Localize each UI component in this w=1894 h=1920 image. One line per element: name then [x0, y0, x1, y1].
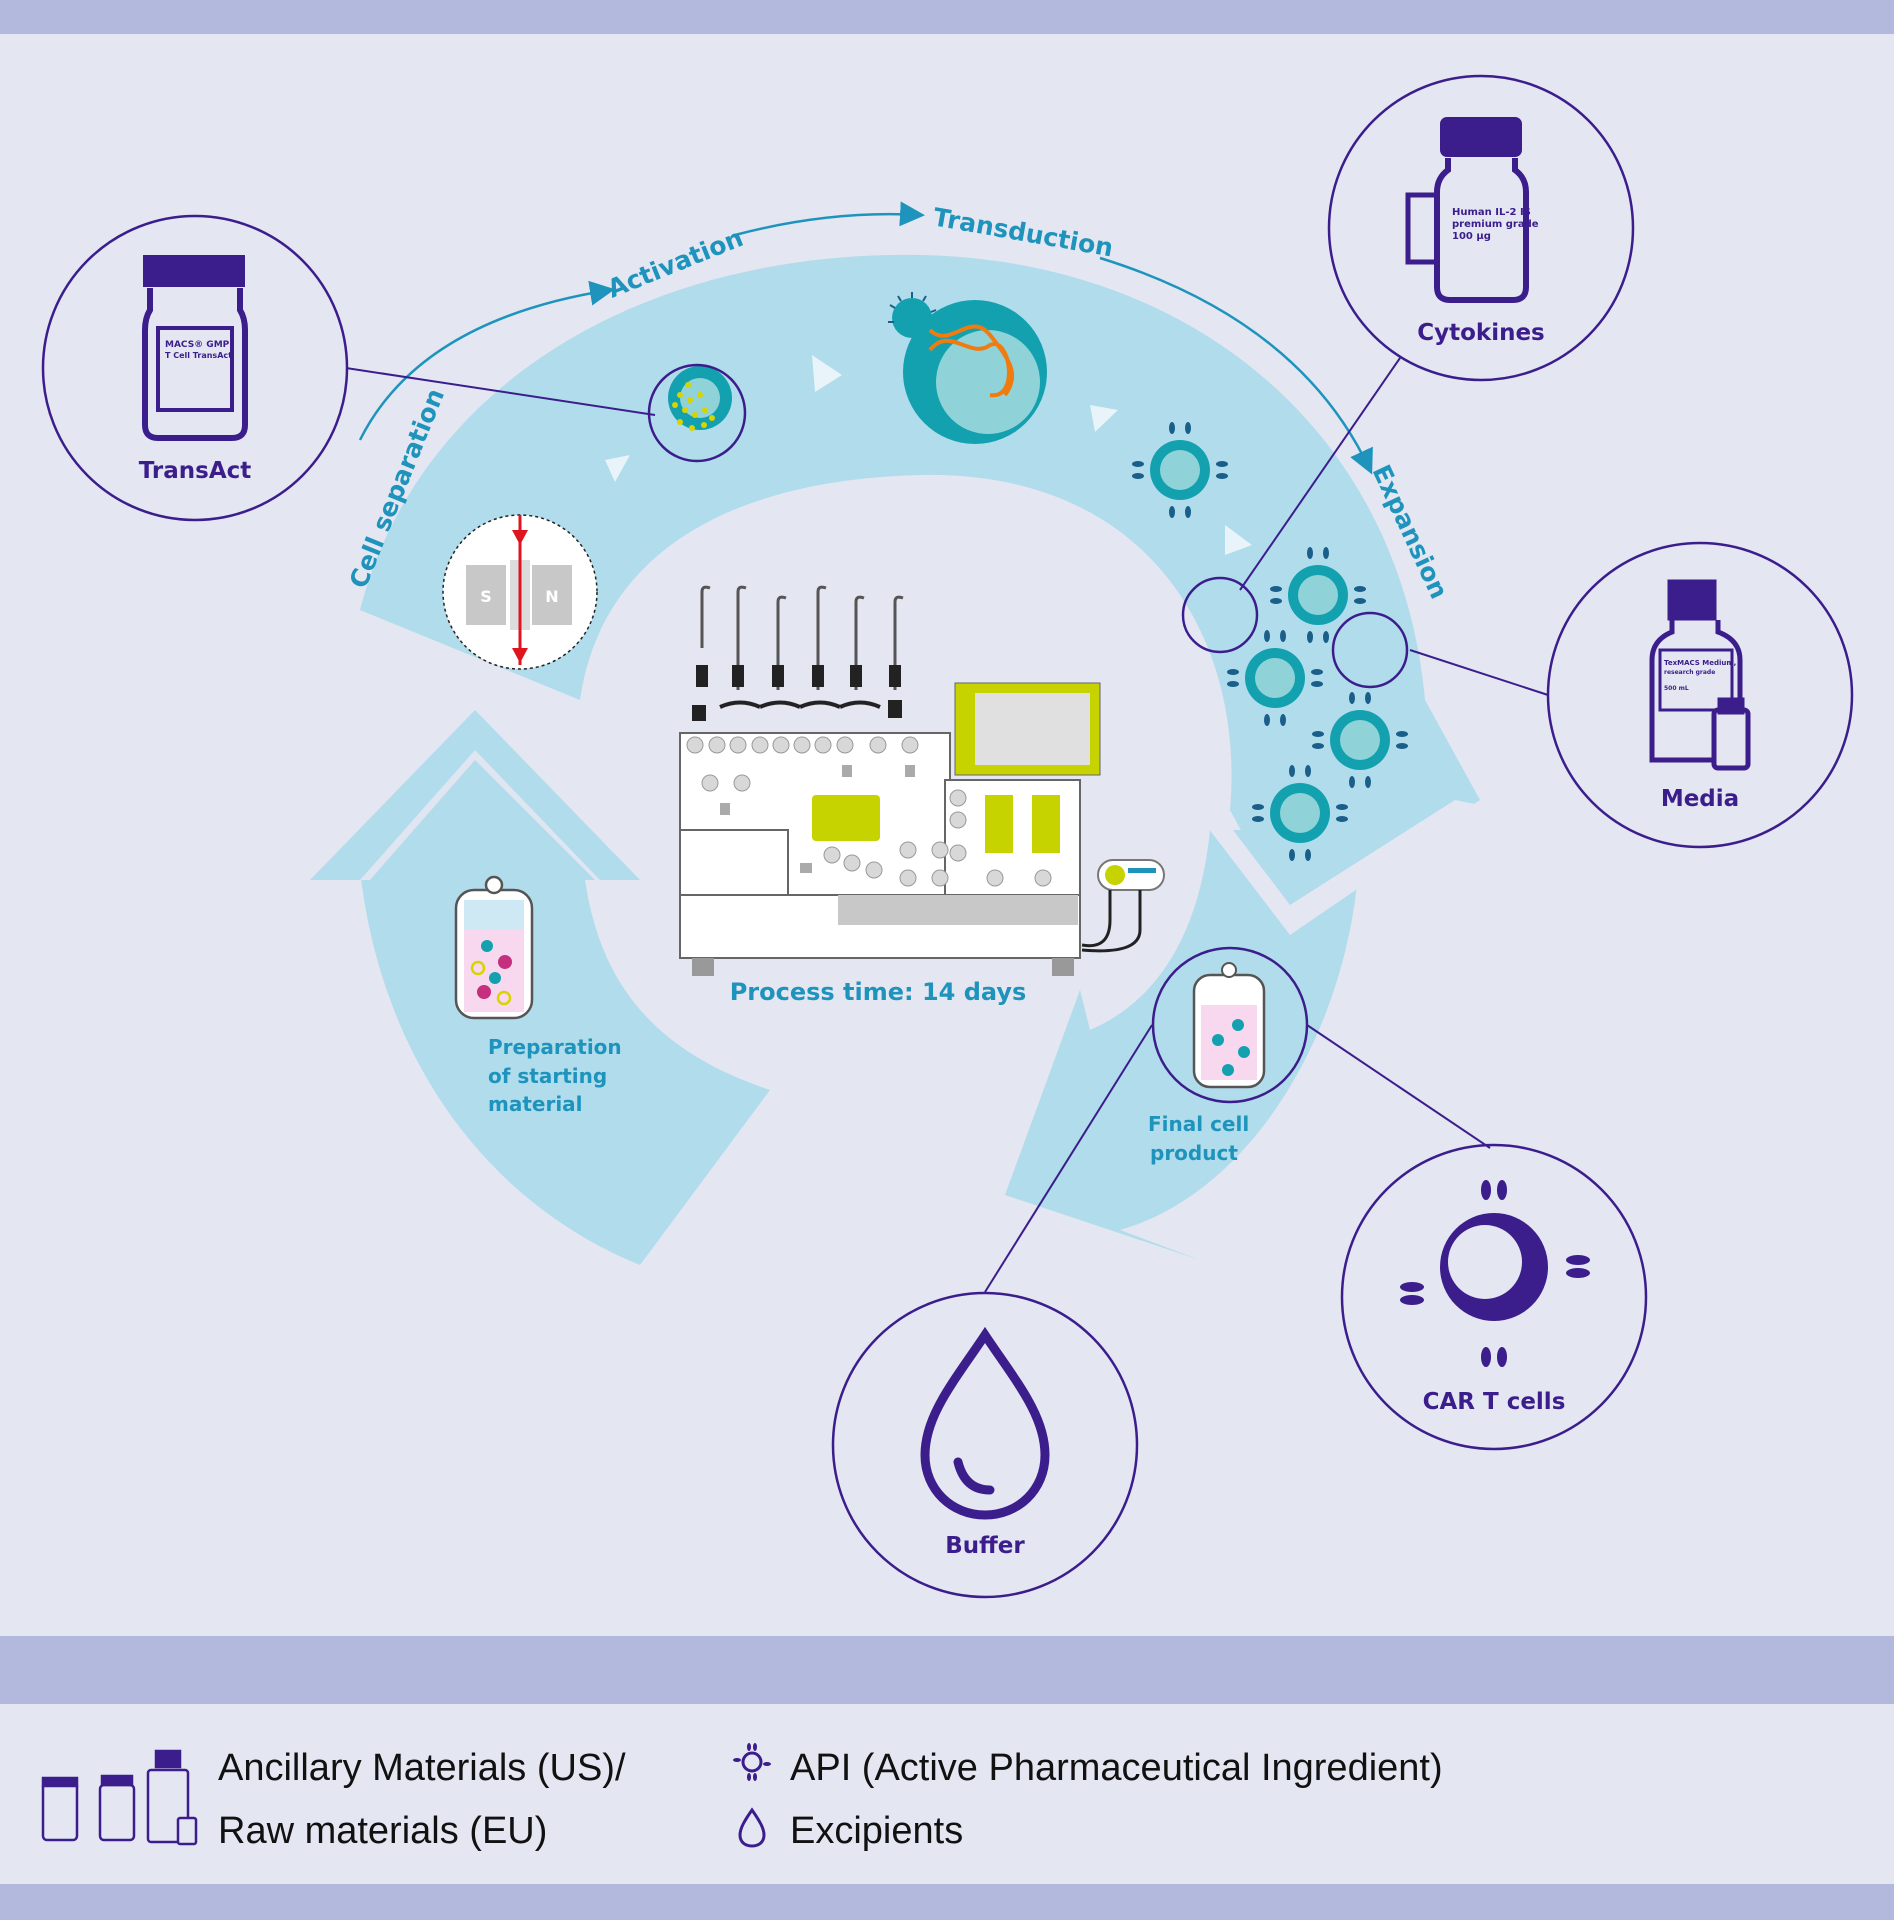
car-t-connector	[1306, 1024, 1491, 1149]
ancillary-materials-icon	[41, 1749, 198, 1846]
media-target-cell	[1331, 611, 1409, 689]
transact-node: MACS® GMP T Cell TransAct TransAct	[41, 214, 656, 522]
transduction-cell	[888, 292, 1047, 444]
media-connector	[1409, 649, 1549, 696]
api-icon	[733, 1743, 771, 1781]
transact-label: TransAct	[139, 458, 252, 484]
direction-triangles	[605, 355, 1252, 555]
legend: Ancillary Materials (US)/ Raw materials …	[41, 1743, 1443, 1852]
buffer-node: Buffer	[831, 1291, 1139, 1599]
svg-text:TexMACS Medium,: TexMACS Medium,	[1664, 659, 1736, 667]
svg-text:Human IL-2 IS: Human IL-2 IS	[1452, 207, 1531, 218]
car-t-node: CAR T cells	[1340, 1143, 1648, 1451]
bottom-band	[0, 1884, 1894, 1920]
process-arc	[358, 280, 615, 441]
final-product-node: Final cell product	[984, 946, 1491, 1293]
vial-icon	[1405, 117, 1529, 303]
svg-text:T Cell TransAct: T Cell TransAct	[165, 351, 232, 360]
car-t-circle	[1340, 1143, 1648, 1451]
cycle-gap-left	[310, 710, 640, 880]
process-time: Process time: 14 days	[730, 978, 1027, 1006]
buffer-circle	[831, 1291, 1139, 1599]
svg-text:MACS® GMP: MACS® GMP	[165, 340, 230, 350]
cytokines-node: Human IL-2 IS premium grade 100 µg Cytok…	[1181, 74, 1635, 654]
activation-cell	[647, 363, 747, 463]
svg-text:100 µg: 100 µg	[1452, 231, 1491, 242]
svg-text:S: S	[480, 587, 492, 606]
cytokine-target-cell	[1181, 576, 1259, 654]
final-product-label: Final cell product	[1148, 1112, 1256, 1165]
vial-icon	[142, 255, 248, 441]
process-cycle-arrows	[318, 254, 1480, 1265]
svg-text:500 mL: 500 mL	[1664, 685, 1689, 692]
starting-material-bag: Preparation of starting material	[454, 875, 629, 1116]
excipient-drop-icon	[738, 1807, 766, 1848]
cytokines-label: Cytokines	[1417, 320, 1545, 346]
magnetic-separation-icon: S N	[442, 514, 598, 670]
cytokines-circle	[1327, 74, 1635, 382]
top-band	[0, 0, 1894, 34]
cycle-gap-right	[1160, 760, 1480, 935]
car-t-cell-icon	[1400, 1180, 1590, 1367]
legend-ancillary-line1: Ancillary Materials (US)/	[218, 1747, 626, 1789]
legend-api: API (Active Pharmaceutical Ingredient)	[790, 1747, 1443, 1789]
bottle-icon	[1649, 579, 1751, 771]
car-t-label: CAR T cells	[1423, 1389, 1566, 1415]
cell-processing-device: Process time: 14 days	[679, 585, 1165, 1006]
buffer-label: Buffer	[945, 1533, 1025, 1559]
drop-icon	[920, 1326, 1050, 1520]
buffer-connector	[984, 1024, 1153, 1293]
legend-ancillary-line2: Raw materials (EU)	[218, 1810, 547, 1852]
preparation-label: Preparation of starting material	[488, 1035, 629, 1116]
dna-icon	[928, 324, 1015, 397]
cytokines-connector	[1239, 357, 1401, 591]
legend-excipients: Excipients	[790, 1810, 963, 1852]
legend-top-band	[0, 1636, 1894, 1704]
svg-text:research grade: research grade	[1664, 669, 1715, 676]
transact-connector	[345, 367, 656, 416]
svg-text:premium grade: premium grade	[1452, 219, 1539, 230]
process-arc-2	[734, 201, 925, 237]
media-node: TexMACS Medium, research grade 500 mL Me…	[1331, 541, 1854, 849]
step-transduction: Transduction	[931, 202, 1115, 262]
svg-text:N: N	[545, 587, 558, 606]
media-label: Media	[1661, 786, 1739, 812]
